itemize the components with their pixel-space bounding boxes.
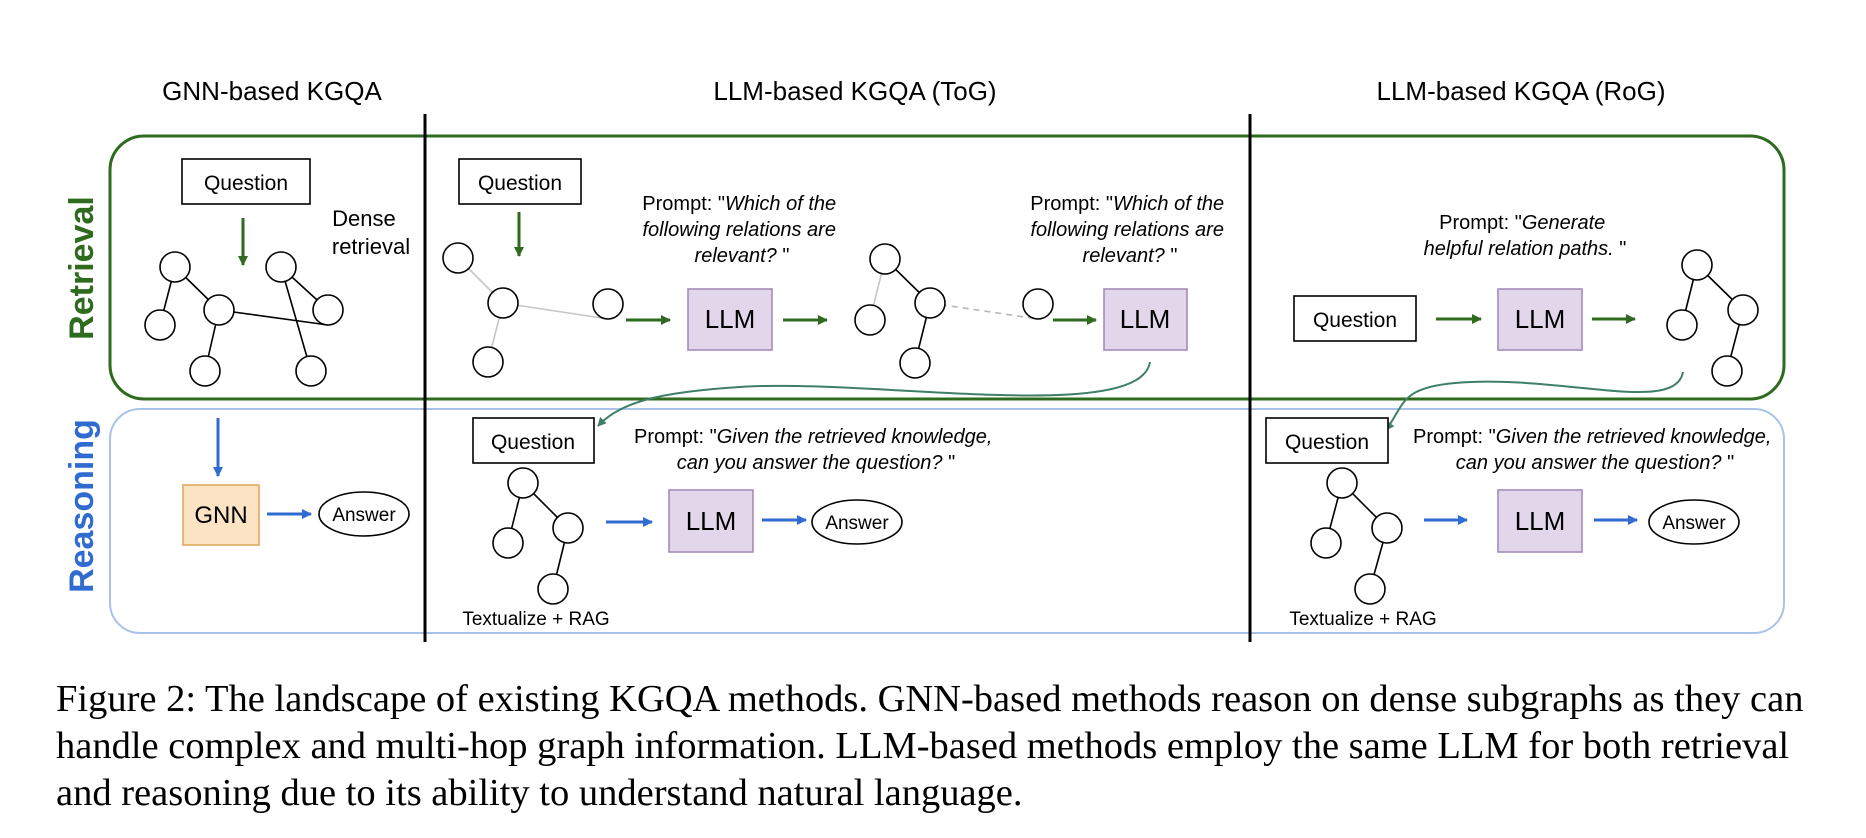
- graph-node: [159, 251, 191, 283]
- graph-node: [295, 355, 327, 387]
- llm-box: [1103, 288, 1188, 351]
- initial-subgraph: [442, 242, 624, 378]
- gnn-reasoning-section: GNN Answer: [182, 418, 410, 546]
- answer-ellipse: [1648, 499, 1740, 545]
- graph-node: [1727, 294, 1759, 326]
- question-label: Question: [204, 172, 288, 195]
- column-header-tog: LLM-based KGQA (ToG): [713, 76, 996, 106]
- graph-node: [144, 309, 176, 341]
- llm-box: [687, 288, 773, 351]
- question-label: Question: [1285, 431, 1369, 454]
- graph-node: [1326, 467, 1358, 499]
- textualize-rag-label: Textualize + RAG: [1289, 609, 1436, 630]
- prompt-answer-rog: Prompt: "Given the retrieved knowledge, …: [1413, 426, 1777, 474]
- graph-node: [1371, 512, 1403, 544]
- column-header-gnn: GNN-based KGQA: [162, 76, 382, 106]
- graph-node: [1354, 573, 1386, 605]
- rog-reasoning-section: Question Prompt: "Given the retrieved kn…: [1265, 417, 1777, 630]
- graph-node: [189, 355, 221, 387]
- answer-label: Answer: [1662, 513, 1726, 534]
- graph-node: [442, 242, 474, 274]
- reasoning-panel: [109, 408, 1785, 634]
- question-box: [181, 158, 311, 205]
- question-box: [458, 158, 582, 205]
- column-header-rog: LLM-based KGQA (RoG): [1377, 76, 1666, 106]
- prompt-answer-tog: Prompt: "Given the retrieved knowledge, …: [634, 426, 998, 474]
- graph-node: [487, 287, 519, 319]
- answer-label: Answer: [825, 513, 889, 534]
- gnn-box: [182, 484, 260, 546]
- graph-node: [1666, 309, 1698, 341]
- retrieval-panel: [108, 134, 1786, 401]
- figure-caption: Figure 2: The landscape of existing KGQA…: [56, 678, 1804, 814]
- relation-path-graph: [1666, 249, 1759, 387]
- prompt-relations-2: Prompt: "Which of the following relation…: [1030, 193, 1229, 267]
- question-label: Question: [1313, 309, 1397, 332]
- graph-node: [899, 347, 931, 379]
- graph-node: [592, 288, 624, 320]
- question-box: [1293, 295, 1417, 342]
- llm-label: LLM: [1515, 304, 1566, 334]
- llm-box: [1497, 489, 1583, 553]
- question-box: [1265, 417, 1389, 464]
- gnn-retrieval-section: Question Dense retrieval: [144, 158, 410, 387]
- rog-retrieval-section: Prompt: "Generate helpful relation paths…: [1293, 212, 1759, 387]
- llm-label: LLM: [1515, 506, 1566, 536]
- row-label-reasoning: Reasoning: [63, 419, 101, 593]
- question-label: Question: [478, 172, 562, 195]
- graph-node: [1310, 527, 1342, 559]
- rog-handoff-arrow: [1385, 371, 1684, 431]
- llm-box: [668, 489, 754, 553]
- graph-node: [265, 251, 297, 283]
- gnn-label: GNN: [194, 502, 247, 529]
- prompt-relation-paths: Prompt: "Generate helpful relation paths…: [1424, 212, 1627, 260]
- graph-node: [869, 243, 901, 275]
- graph-node: [312, 294, 344, 326]
- llm-box: [1497, 288, 1583, 351]
- retrieved-subgraph: [1310, 467, 1403, 605]
- graph-node: [854, 304, 886, 336]
- answer-label: Answer: [332, 505, 396, 526]
- dense-retrieval-label: Dense retrieval: [332, 206, 410, 259]
- retrieved-subgraph: [492, 467, 584, 605]
- answer-ellipse: [318, 491, 410, 537]
- row-label-retrieval: Retrieval: [63, 196, 101, 340]
- graph-node: [1711, 355, 1743, 387]
- textualize-rag-label: Textualize + RAG: [462, 609, 609, 630]
- graph-node: [552, 512, 584, 544]
- tog-reasoning-section: Question Prompt: "Given the retrieved kn…: [462, 417, 998, 630]
- llm-label: LLM: [686, 506, 737, 536]
- graph-node: [472, 346, 504, 378]
- question-label: Question: [491, 431, 575, 454]
- graph-node: [203, 294, 235, 326]
- llm-label: LLM: [1120, 304, 1171, 334]
- graph-node: [507, 467, 539, 499]
- graph-node: [914, 287, 946, 319]
- dense-subgraph: [144, 251, 344, 387]
- question-box: [472, 417, 595, 464]
- graph-node: [537, 573, 569, 605]
- graph-node: [1022, 288, 1054, 320]
- graph-node: [492, 527, 524, 559]
- graph-node: [1681, 249, 1713, 281]
- prompt-relations-1: Prompt: "Which of the following relation…: [642, 193, 841, 267]
- answer-ellipse: [811, 499, 903, 545]
- expanded-subgraph: [854, 243, 1054, 379]
- tog-handoff-arrow: [597, 361, 1151, 427]
- tog-retrieval-section: Question Prompt: "Which of the following…: [442, 158, 1229, 379]
- llm-label: LLM: [705, 304, 756, 334]
